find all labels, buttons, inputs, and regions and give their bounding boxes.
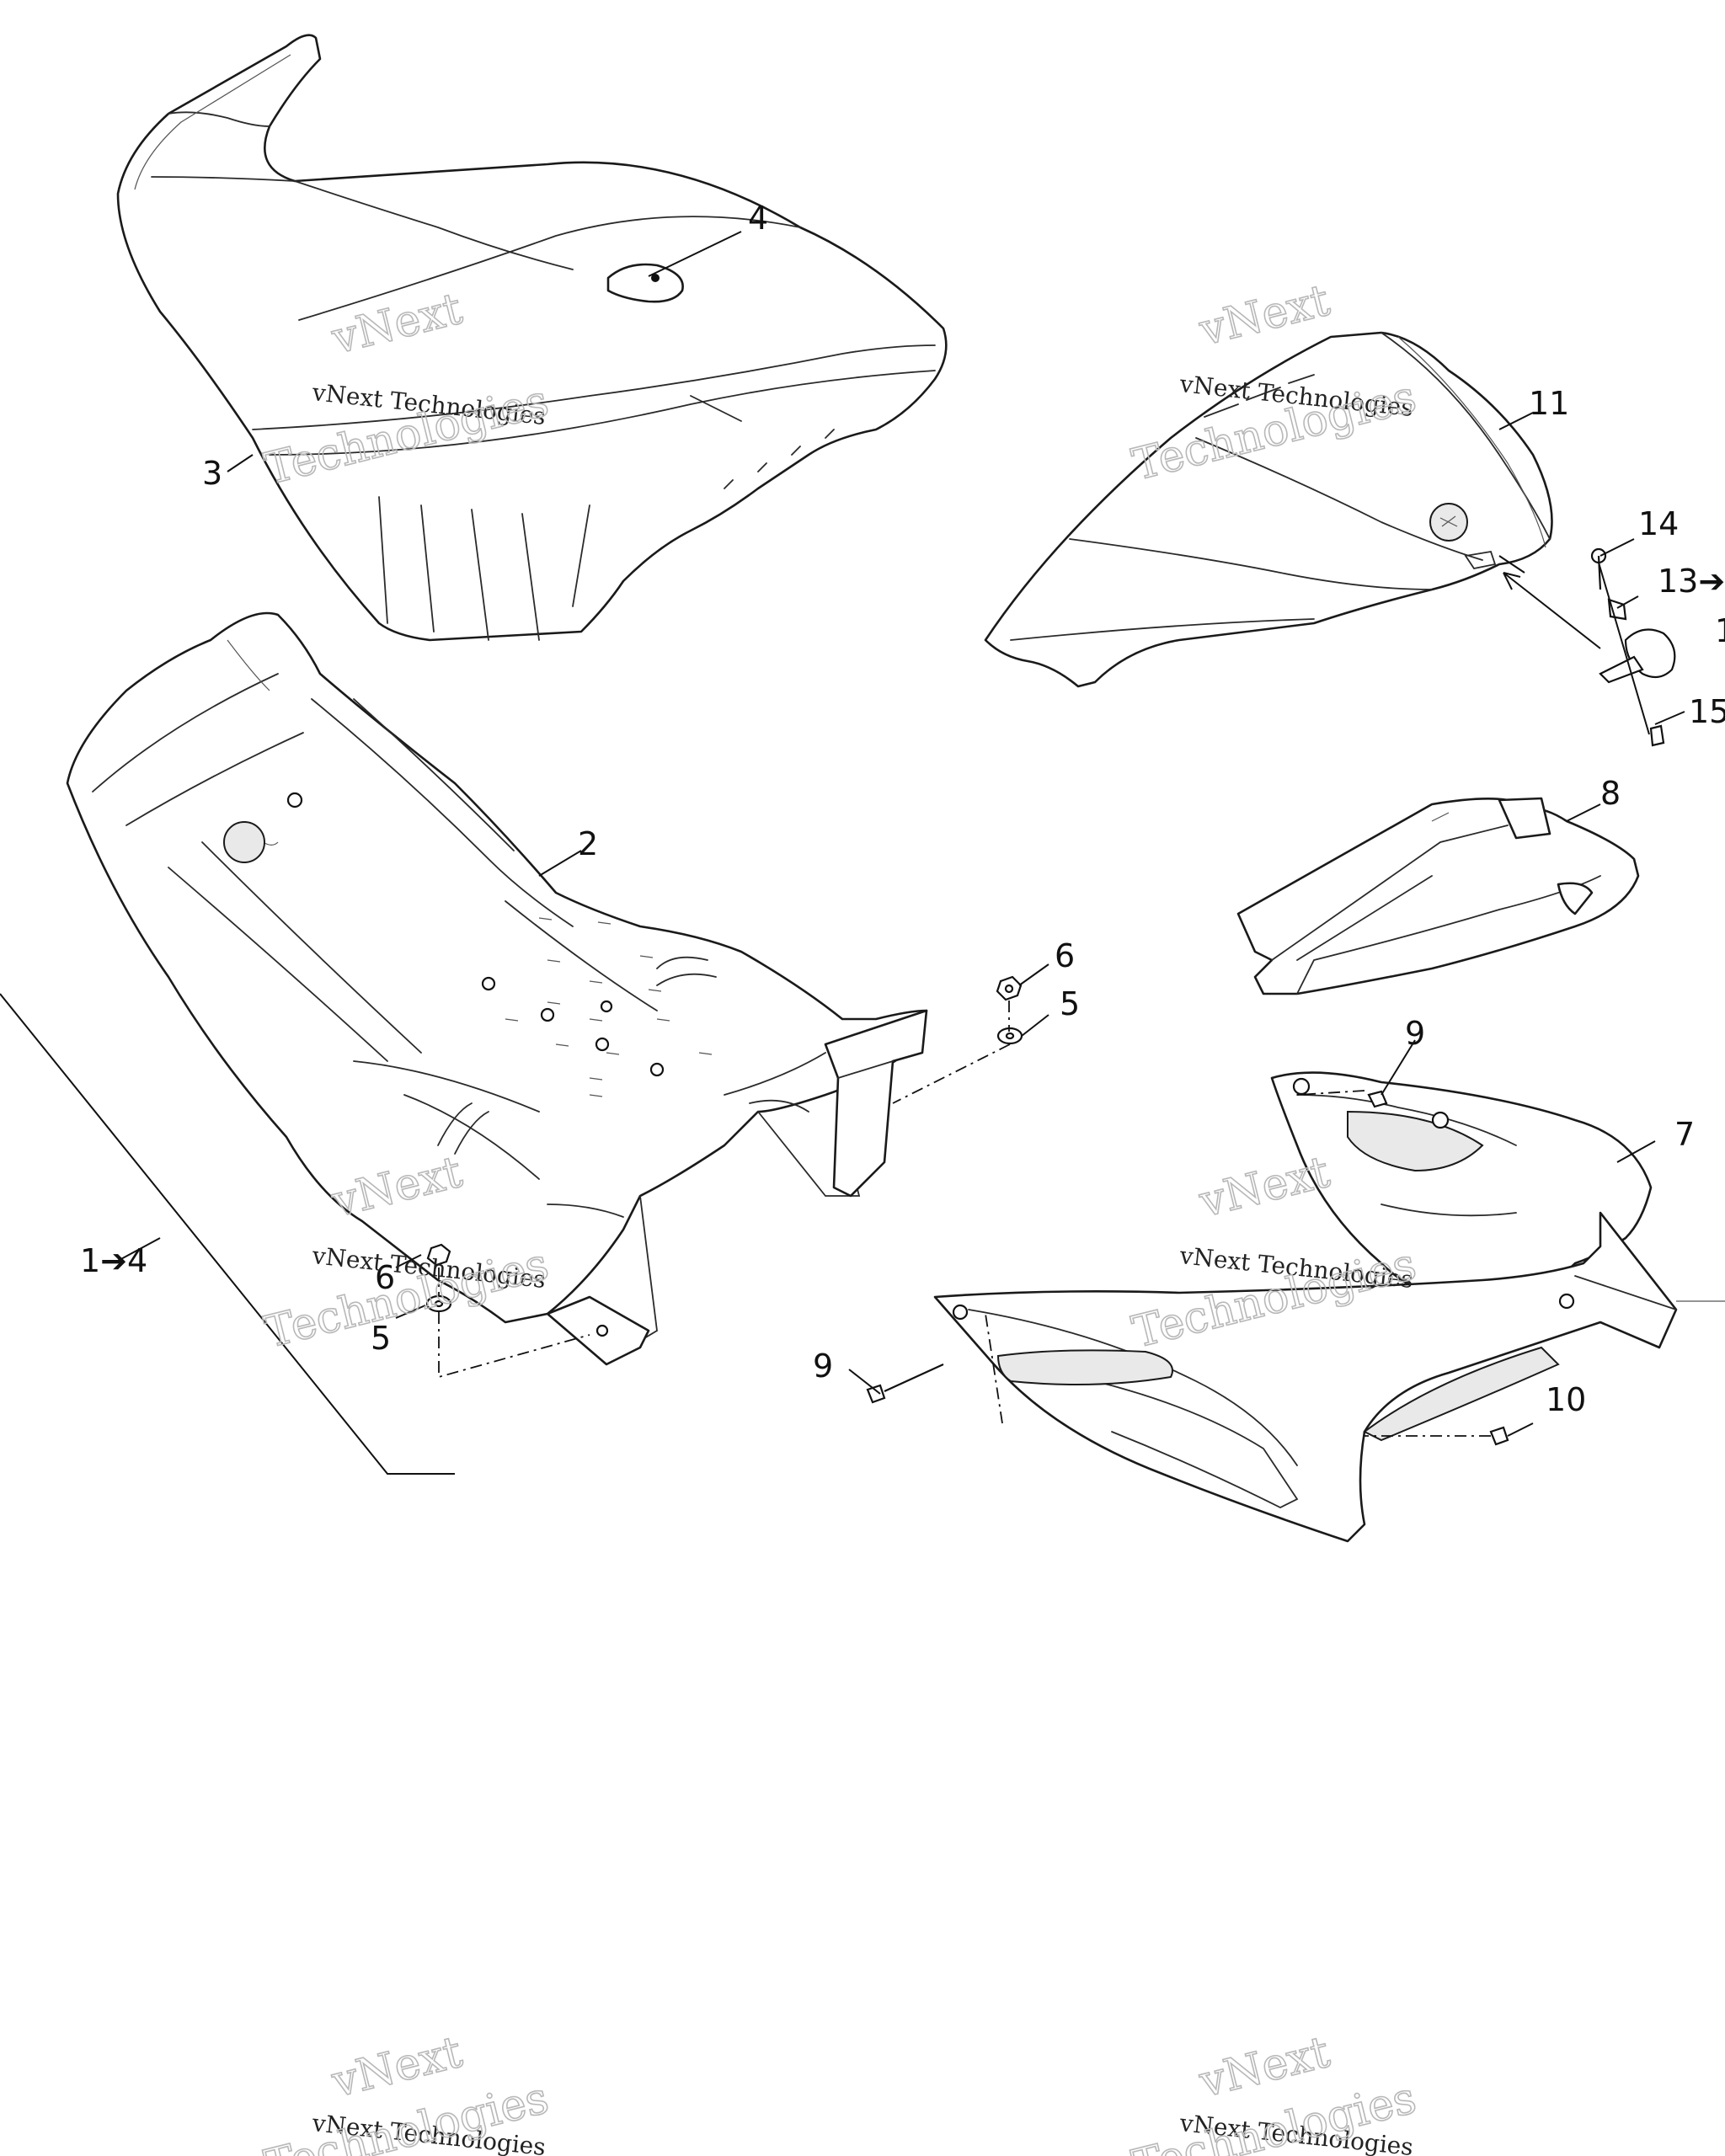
callout-8: 8: [1600, 775, 1621, 812]
callout-15: 15: [1689, 693, 1725, 730]
tray-part[interactable]: [1236, 797, 1640, 995]
hardware-nut-6-right[interactable]: [996, 975, 1023, 1001]
screw-9-lower[interactable]: [866, 1363, 944, 1404]
latch-hardware[interactable]: [1590, 547, 1676, 747]
hardware-nut-6-left[interactable]: [426, 1243, 451, 1267]
callout-5-left: 5: [371, 1320, 391, 1357]
callout-13: 13➔: [1658, 563, 1725, 600]
watermark-6: vNext Technologies vNext Technologies: [1127, 2026, 1422, 2156]
callout-5-right: 5: [1060, 985, 1080, 1022]
callout-labels: 4 3 2 11 14 13➔ 1 15 8 6 5 9 7 1➔4 6 5 9…: [80, 200, 1725, 1418]
hardware-washer-5-right[interactable]: [996, 1027, 1023, 1045]
leader-lines: [0, 231, 1685, 1475]
callout-1-to-4: 1➔4: [80, 1242, 147, 1279]
screw-9-upper[interactable]: [1367, 1090, 1388, 1108]
callout-14: 14: [1638, 505, 1679, 542]
callout-12: 1: [1715, 612, 1725, 649]
callout-11: 11: [1529, 385, 1569, 422]
callout-3: 3: [202, 455, 222, 492]
seat-base-part[interactable]: [66, 611, 928, 1366]
callout-9-upper: 9: [1405, 1015, 1425, 1052]
seat-part[interactable]: [116, 34, 948, 642]
callout-6-left: 6: [375, 1259, 395, 1296]
callout-2: 2: [578, 825, 598, 862]
screw-10[interactable]: [1489, 1426, 1509, 1446]
watermark-5: vNext Technologies vNext Technologies: [259, 2026, 554, 2156]
side-panel-part[interactable]: [933, 1071, 1725, 1543]
callout-10: 10: [1546, 1381, 1586, 1418]
callout-4: 4: [748, 200, 768, 237]
svg-text:vNext: vNext: [1194, 275, 1335, 356]
callout-9-lower: 9: [813, 1348, 833, 1385]
callout-6-right: 6: [1055, 937, 1075, 974]
svg-text:vNext: vNext: [1194, 1147, 1335, 1228]
rear-cover-part[interactable]: [984, 331, 1553, 688]
callout-7: 7: [1674, 1116, 1695, 1153]
